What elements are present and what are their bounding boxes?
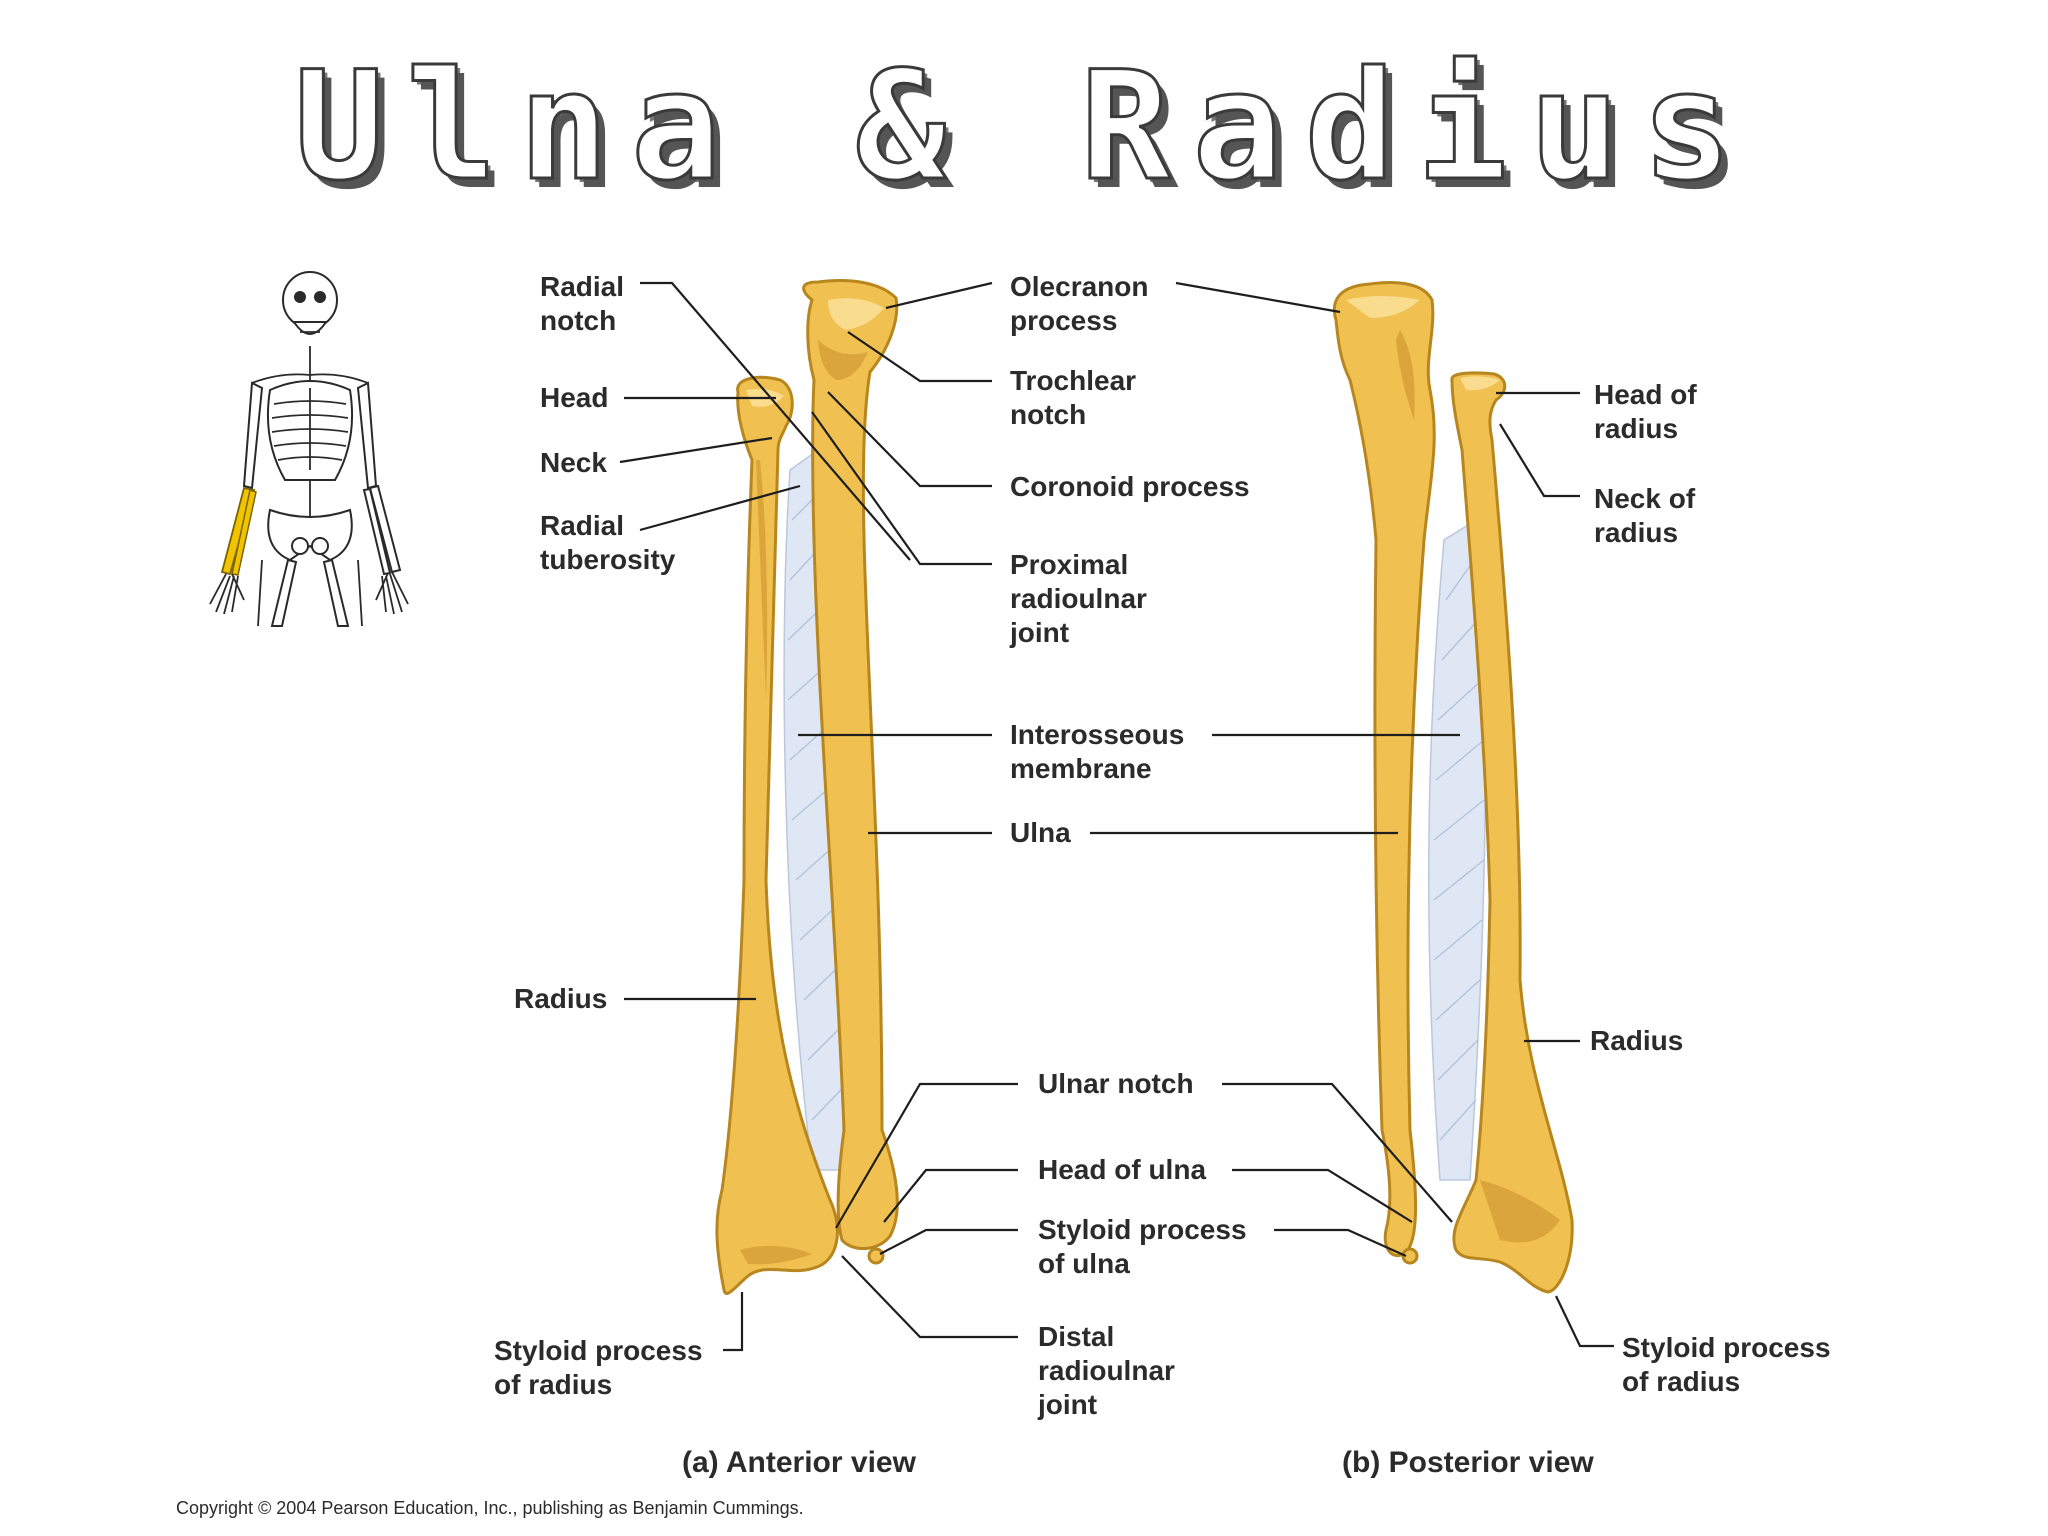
posterior-membrane-fibers <box>1433 559 1485 1141</box>
label-radius-posterior: Radius <box>1590 1025 1683 1056</box>
label-distal-radioulnar-joint: Distal radioulnar joint <box>1037 1321 1183 1420</box>
label-olecranon-process: Olecranon process <box>1010 271 1156 336</box>
posterior-ulna <box>1332 281 1436 1258</box>
label-trochlear-notch: Trochlear notch <box>1010 365 1144 430</box>
posterior-radius <box>1450 371 1574 1294</box>
label-ulnar-notch: Ulnar notch <box>1038 1068 1194 1099</box>
label-ulna: Ulna <box>1010 817 1071 848</box>
label-neck: Neck <box>540 447 607 478</box>
label-radius-anterior: Radius <box>514 983 607 1014</box>
label-styloid-process-of-radius-posterior: Styloid process of radius <box>1622 1332 1838 1397</box>
label-radial-notch: Radial notch <box>540 271 632 336</box>
anterior-view-caption: (a) Anterior view <box>682 1446 917 1479</box>
anterior-view-bones <box>715 279 899 1295</box>
copyright-notice: Copyright © 2004 Pearson Education, Inc.… <box>176 1498 804 1518</box>
skeleton-thumbnail-icon <box>209 271 409 627</box>
label-interosseous-membrane: Interosseous membrane <box>1010 719 1192 784</box>
label-head-of-ulna: Head of ulna <box>1038 1154 1206 1185</box>
posterior-view-caption: (b) Posterior view <box>1342 1446 1594 1479</box>
anterior-ulna <box>802 279 899 1250</box>
posterior-view-bones <box>1332 281 1574 1294</box>
anterior-radius <box>715 375 839 1295</box>
label-styloid-process-of-ulna: Styloid process of ulna <box>1038 1214 1254 1279</box>
label-neck-of-radius: Neck of radius <box>1594 483 1703 548</box>
label-head-of-radius: Head of radius <box>1594 379 1704 444</box>
label-radial-tuberosity: Radial tuberosity <box>540 510 676 575</box>
leader-lines <box>619 281 1614 1352</box>
label-coronoid-process: Coronoid process <box>1010 471 1250 502</box>
slide-title: Ulna & Radius <box>293 40 1754 214</box>
label-styloid-process-of-radius-anterior: Styloid process of radius <box>494 1335 710 1400</box>
label-proximal-radioulnar-joint: Proximal radioulnar joint <box>1009 549 1155 648</box>
label-head: Head <box>540 382 608 413</box>
